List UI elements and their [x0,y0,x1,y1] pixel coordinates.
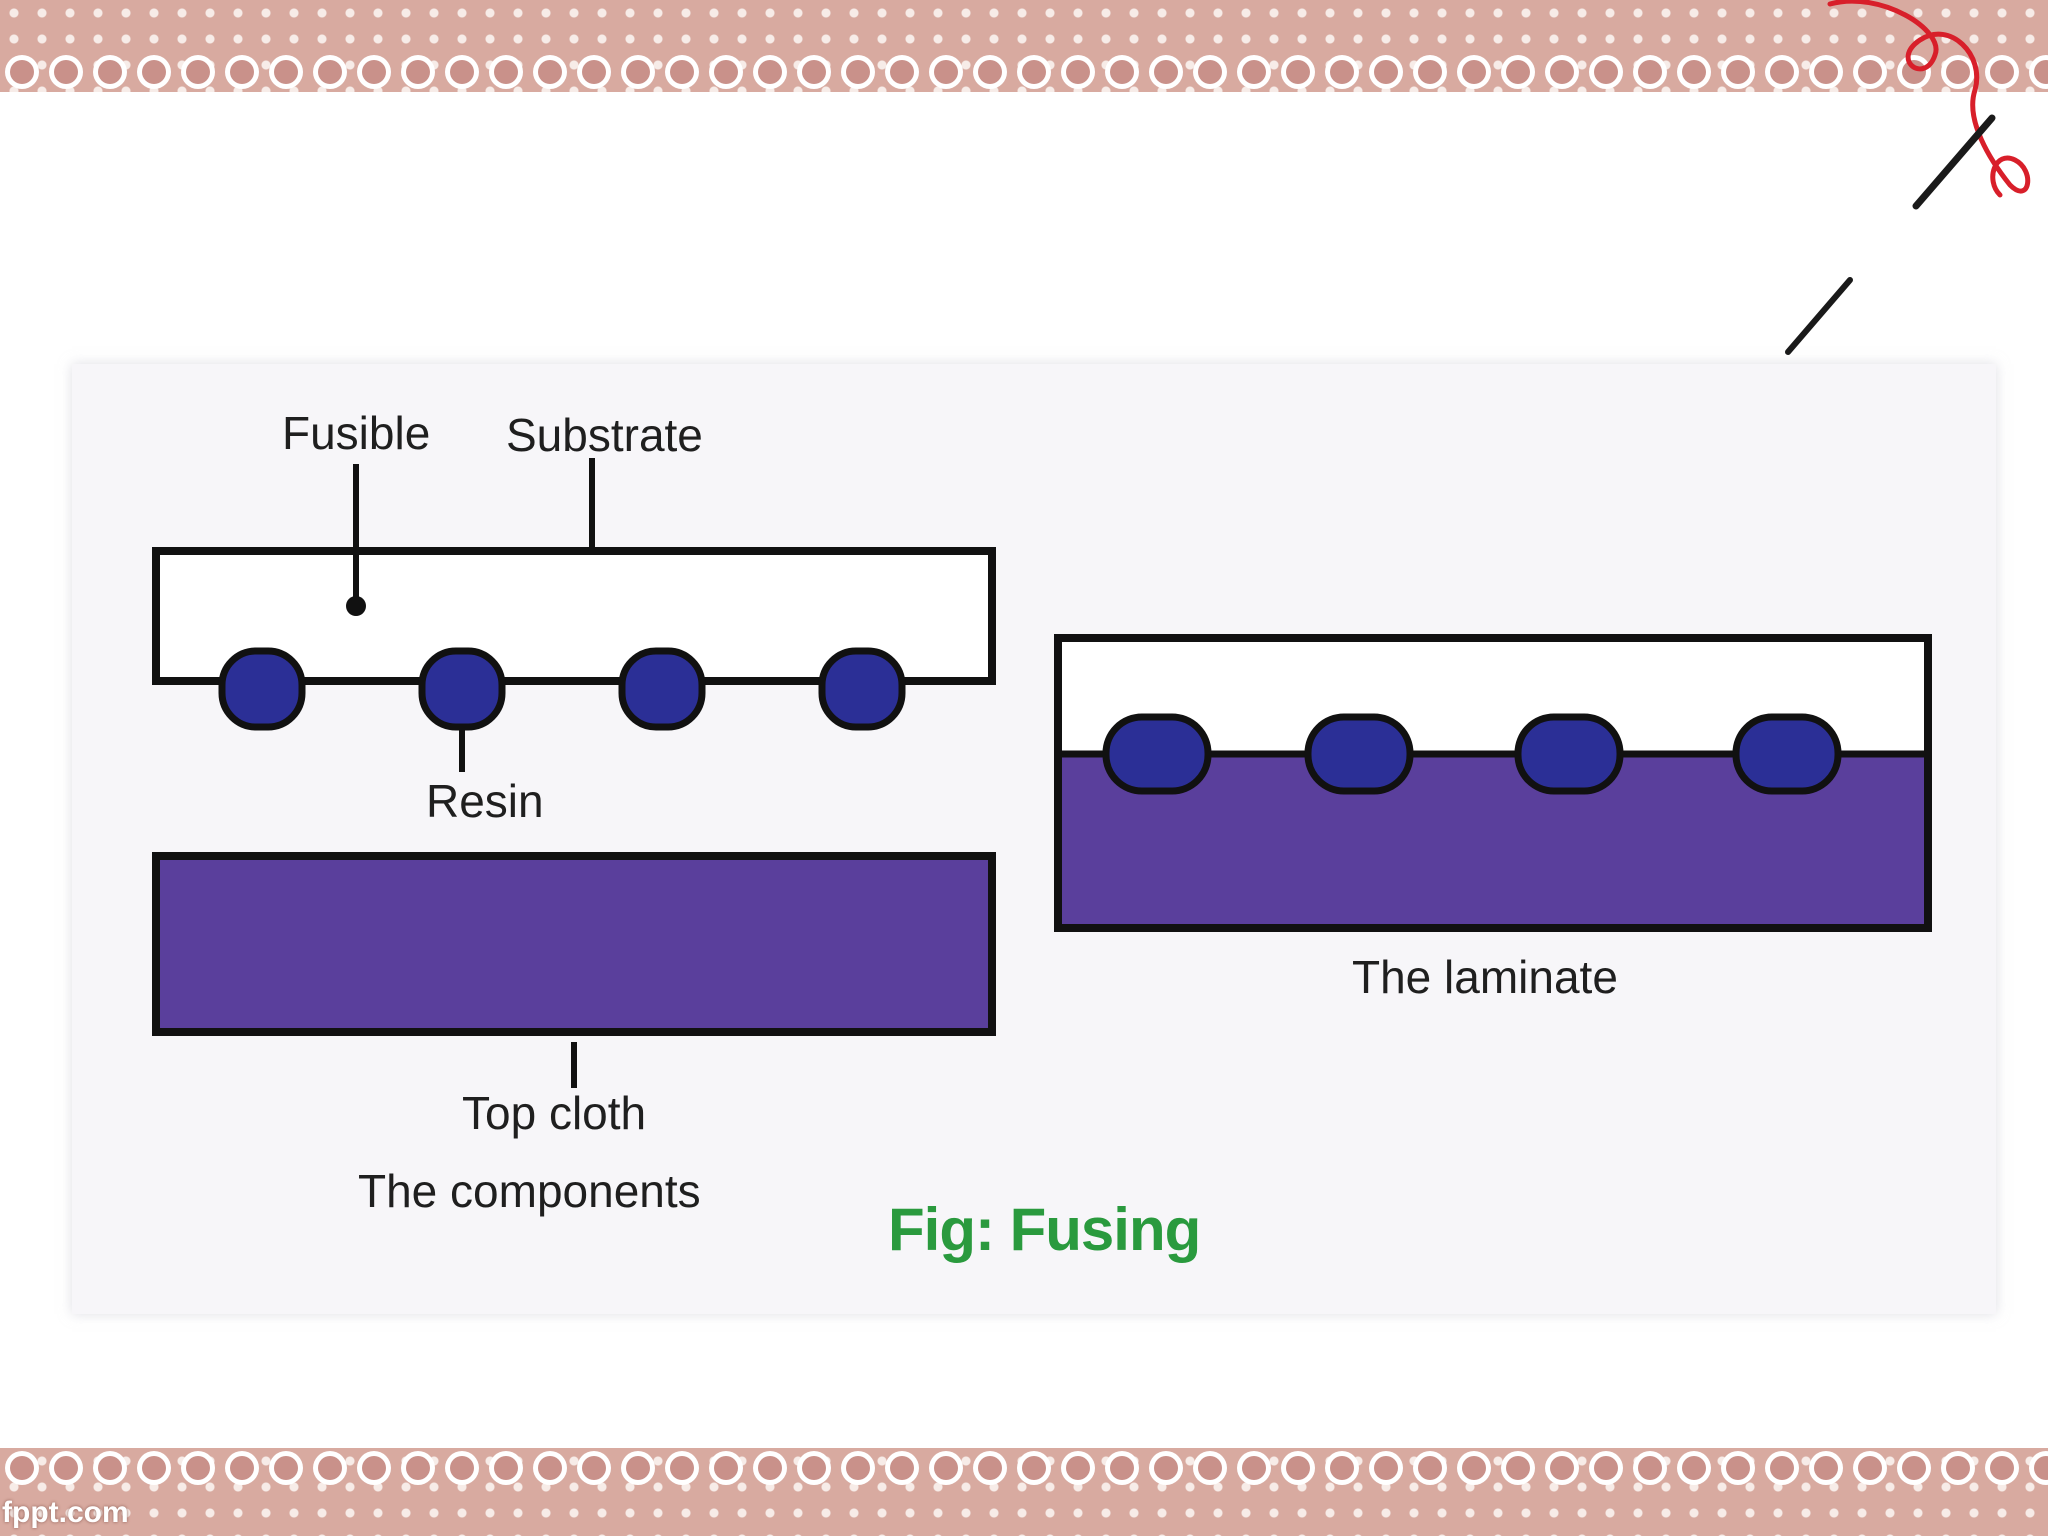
fusible-leader-dot [346,596,366,616]
laminate-resin-dot [1514,713,1624,795]
laminate-outline [1054,634,1932,932]
bottom-scallop-trim [0,1448,2048,1488]
laminate-resin-dot [1732,713,1842,795]
laminate-resin-dot [1304,713,1414,795]
substrate-outline [152,547,996,685]
figure-caption: Fig: Fusing [888,1196,1201,1263]
resin-dot [618,647,706,731]
laminate-label: The laminate [1352,951,1618,1003]
watermark: fppt.com [2,1496,129,1529]
needle-thread-icon [1785,0,2031,355]
top-cloth-label: Top cloth [462,1087,647,1139]
top-scallop-trim [0,52,2048,92]
laminate-resin-dot [1102,713,1212,795]
resin-label: Resin [426,775,544,827]
fusible-label: Fusible [282,407,431,459]
resin-dot [418,647,506,731]
bottom-decorative-border [0,1448,2048,1536]
resin-dot [218,647,306,731]
top-decorative-border [0,0,2048,92]
components-label: The components [358,1165,701,1217]
top-cloth-block [152,852,996,1036]
resin-dot [818,647,906,731]
substrate-label: Substrate [506,409,703,461]
